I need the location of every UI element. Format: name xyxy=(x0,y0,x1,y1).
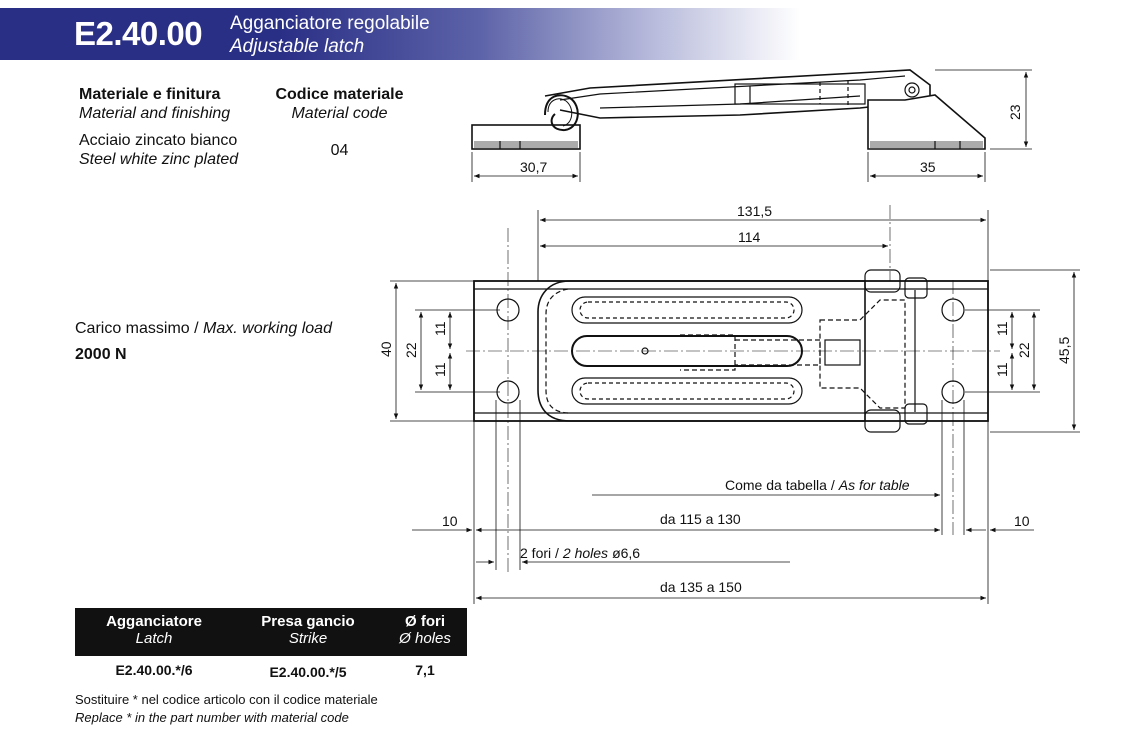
material-value-en: Steel white zinc plated xyxy=(79,151,239,168)
cell-latch-code: E2.40.00.*/6 xyxy=(115,662,193,678)
header-latch: Agganciatore Latch xyxy=(75,613,233,647)
dim-side-height: 23 xyxy=(1007,104,1023,120)
load-value: 2000 N xyxy=(75,346,127,363)
load-label: Carico massimo / Max. working load xyxy=(75,320,332,338)
dim-side-right: 35 xyxy=(920,159,936,175)
as-table-label: Come da tabella /As for table xyxy=(725,477,910,493)
material-value-it: Acciaio zincato bianco xyxy=(79,132,238,149)
dim-height-11-right-a: 11 xyxy=(994,321,1010,336)
code-box xyxy=(60,8,212,60)
load-label-en: Max. working load xyxy=(203,320,332,337)
dim-range-outer: da 135 a 150 xyxy=(660,579,742,595)
dim-height-11-left-a: 11 xyxy=(432,321,448,336)
product-code: E2.40.00 xyxy=(74,15,203,52)
header-strike: Presa gancio Strike xyxy=(233,613,383,647)
as-table-it: Come da tabella / xyxy=(725,477,835,493)
header-latch-it: Agganciatore xyxy=(106,613,202,630)
holes-dia: ø6,6 xyxy=(612,545,640,561)
dim-left-10: 10 xyxy=(442,513,458,529)
header-left-block xyxy=(0,8,58,60)
dim-range-inner: da 115 a 130 xyxy=(660,511,741,527)
header-strike-en: Strike xyxy=(288,630,328,647)
top-view xyxy=(390,205,1080,604)
side-view xyxy=(471,69,1032,182)
dim-top-inner: 114 xyxy=(738,229,761,245)
footnote-en: Replace * in the part number with materi… xyxy=(75,710,349,725)
header-latch-en: Latch xyxy=(135,630,173,647)
as-table-en: As for table xyxy=(838,477,910,493)
material-code-value: 04 xyxy=(330,142,349,159)
material-code-label-it: Codice materiale xyxy=(275,86,404,103)
holes-it: 2 fori / xyxy=(520,545,559,561)
header-strike-it: Presa gancio xyxy=(261,613,355,630)
cell-strike-code: E2.40.00.*/5 xyxy=(269,664,347,680)
dim-height-11-right-b: 11 xyxy=(994,362,1010,377)
header-holes-en: Ø holes xyxy=(399,630,451,647)
holes-en: 2 holes xyxy=(562,545,608,561)
table-header xyxy=(75,608,467,656)
dim-top-overall: 131,5 xyxy=(737,203,772,219)
cell-hole-dia: 7,1 xyxy=(415,662,435,678)
dim-height-40: 40 xyxy=(378,341,394,357)
dim-height-22-right: 22 xyxy=(1016,342,1032,358)
load-label-it: Carico massimo / xyxy=(75,320,199,337)
header-holes-it: Ø fori xyxy=(405,613,445,630)
title-italian: Agganciatore regolabile xyxy=(230,13,430,34)
dim-height-11-left-b: 11 xyxy=(432,362,448,377)
title-english: Adjustable latch xyxy=(230,36,365,57)
footnote-it: Sostituire * nel codice articolo con il … xyxy=(75,692,378,707)
material-code-label-en: Material code xyxy=(291,105,388,122)
dim-height-45: 45,5 xyxy=(1056,337,1072,364)
dim-height-22-left: 22 xyxy=(403,342,419,358)
dim-right-10: 10 xyxy=(1014,513,1030,529)
material-label-it: Materiale e finitura xyxy=(79,86,221,103)
header-holes: Ø fori Ø holes xyxy=(383,613,467,647)
material-label-en: Material and finishing xyxy=(79,105,231,122)
dim-side-left: 30,7 xyxy=(520,159,547,175)
